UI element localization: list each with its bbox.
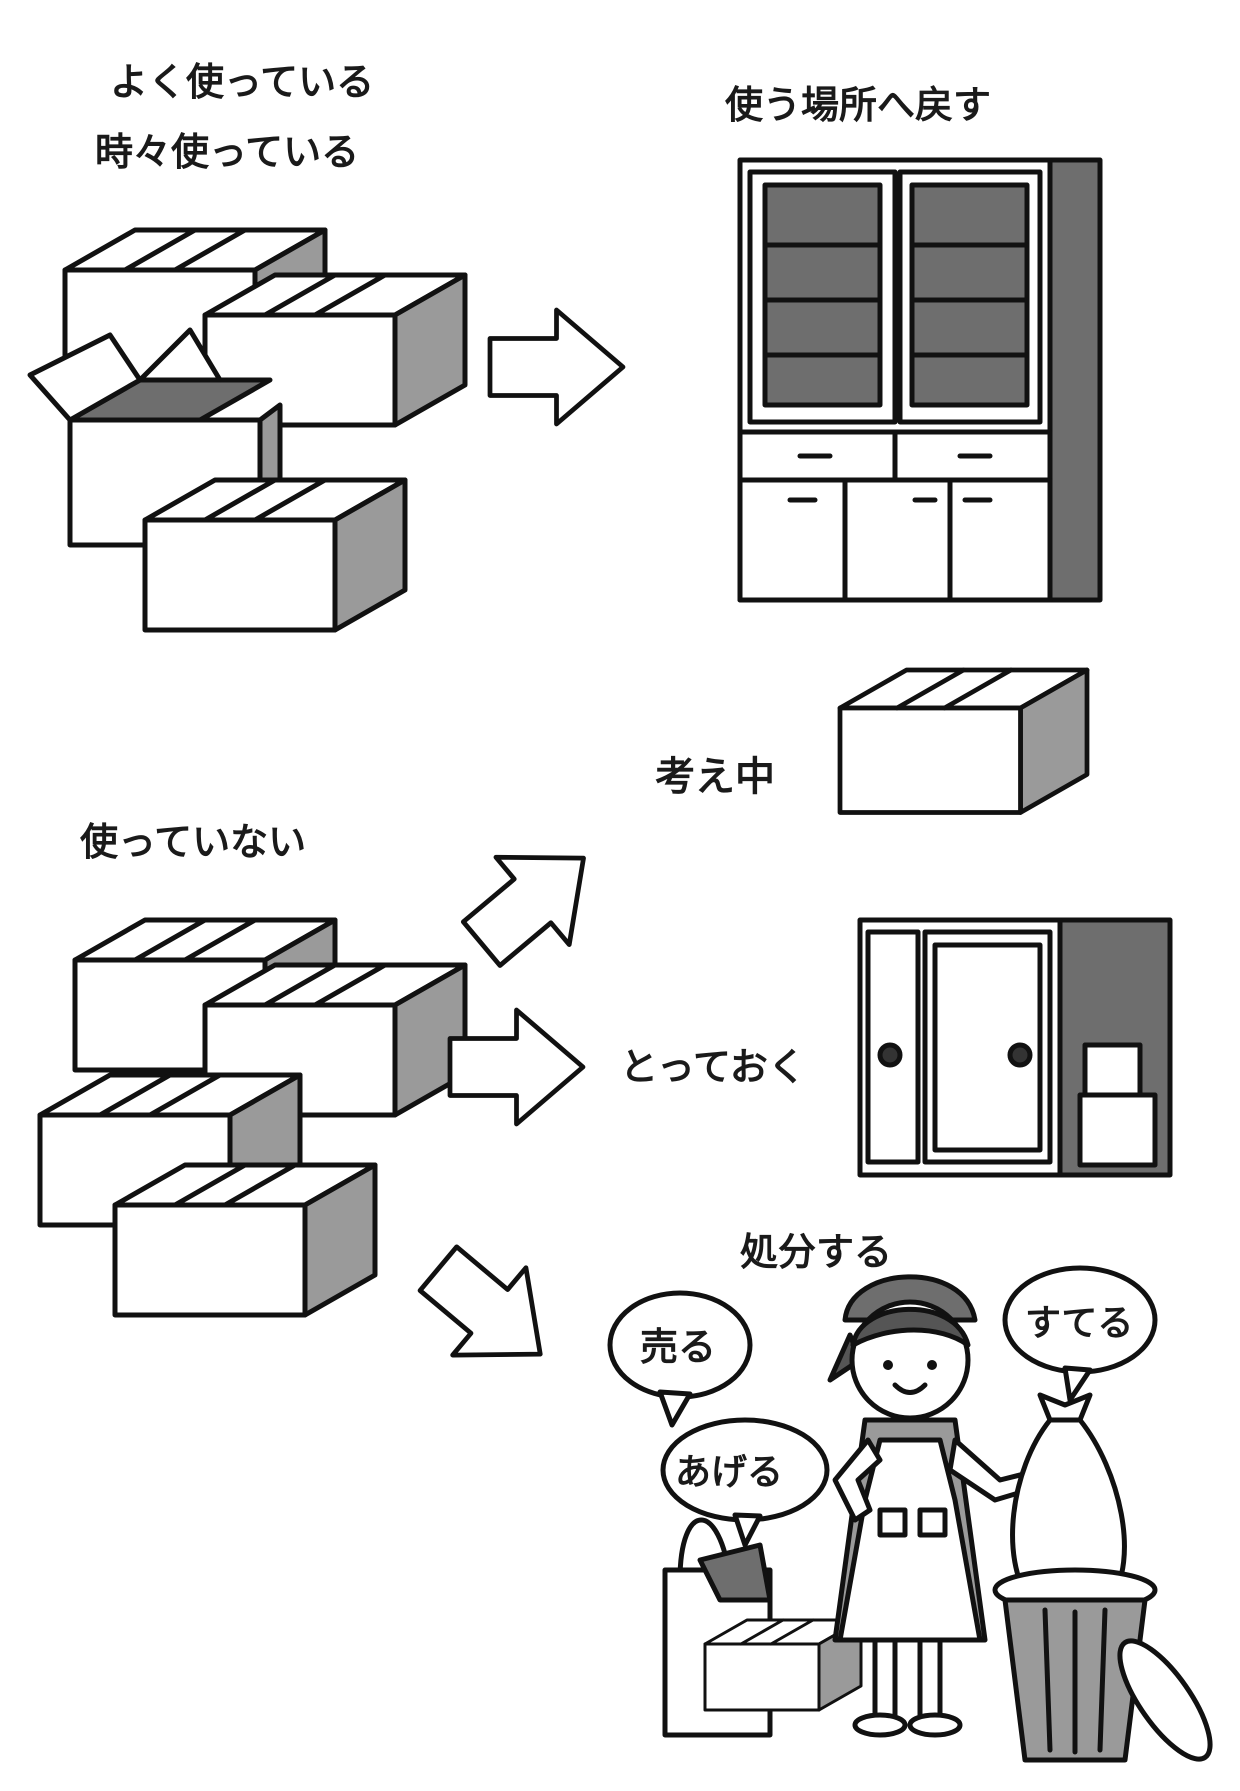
label-sell: 売る	[640, 1325, 716, 1369]
label-frequently-used: よく使っている	[110, 60, 374, 104]
label-return-to-place: 使う場所へ戻す	[725, 83, 991, 127]
box-thinking	[840, 670, 1087, 813]
label-sometimes-used: 時々使っている	[95, 130, 359, 174]
cupboard-illustration	[737, 157, 1103, 603]
label-thinking: 考え中	[655, 754, 775, 800]
label-throw-away: すてる	[1025, 1303, 1133, 1344]
woman-illustration	[827, 1274, 1065, 1738]
box-pile-unused	[40, 920, 465, 1315]
label-give-away: あげる	[675, 1452, 783, 1493]
speech-bubble-give: あげる	[660, 1417, 830, 1548]
arrow-up-right-icon	[445, 815, 620, 988]
trash-can-illustration	[992, 1392, 1213, 1763]
box	[205, 275, 465, 425]
label-not-used: 使っていない	[80, 820, 306, 864]
label-dispose: 処分する	[740, 1230, 892, 1274]
box	[145, 480, 405, 630]
arrow-right-icon	[450, 1010, 583, 1124]
box-pile-used	[27, 230, 465, 630]
arrow-right-icon	[490, 310, 623, 424]
speech-bubble-sell: 売る	[607, 1290, 753, 1428]
arrow-down-right-icon	[402, 1225, 577, 1398]
box	[115, 1165, 375, 1315]
label-keep: とっておく	[620, 1045, 806, 1089]
speech-bubble-throw: すてる	[1002, 1265, 1158, 1403]
closet-illustration	[857, 917, 1173, 1178]
